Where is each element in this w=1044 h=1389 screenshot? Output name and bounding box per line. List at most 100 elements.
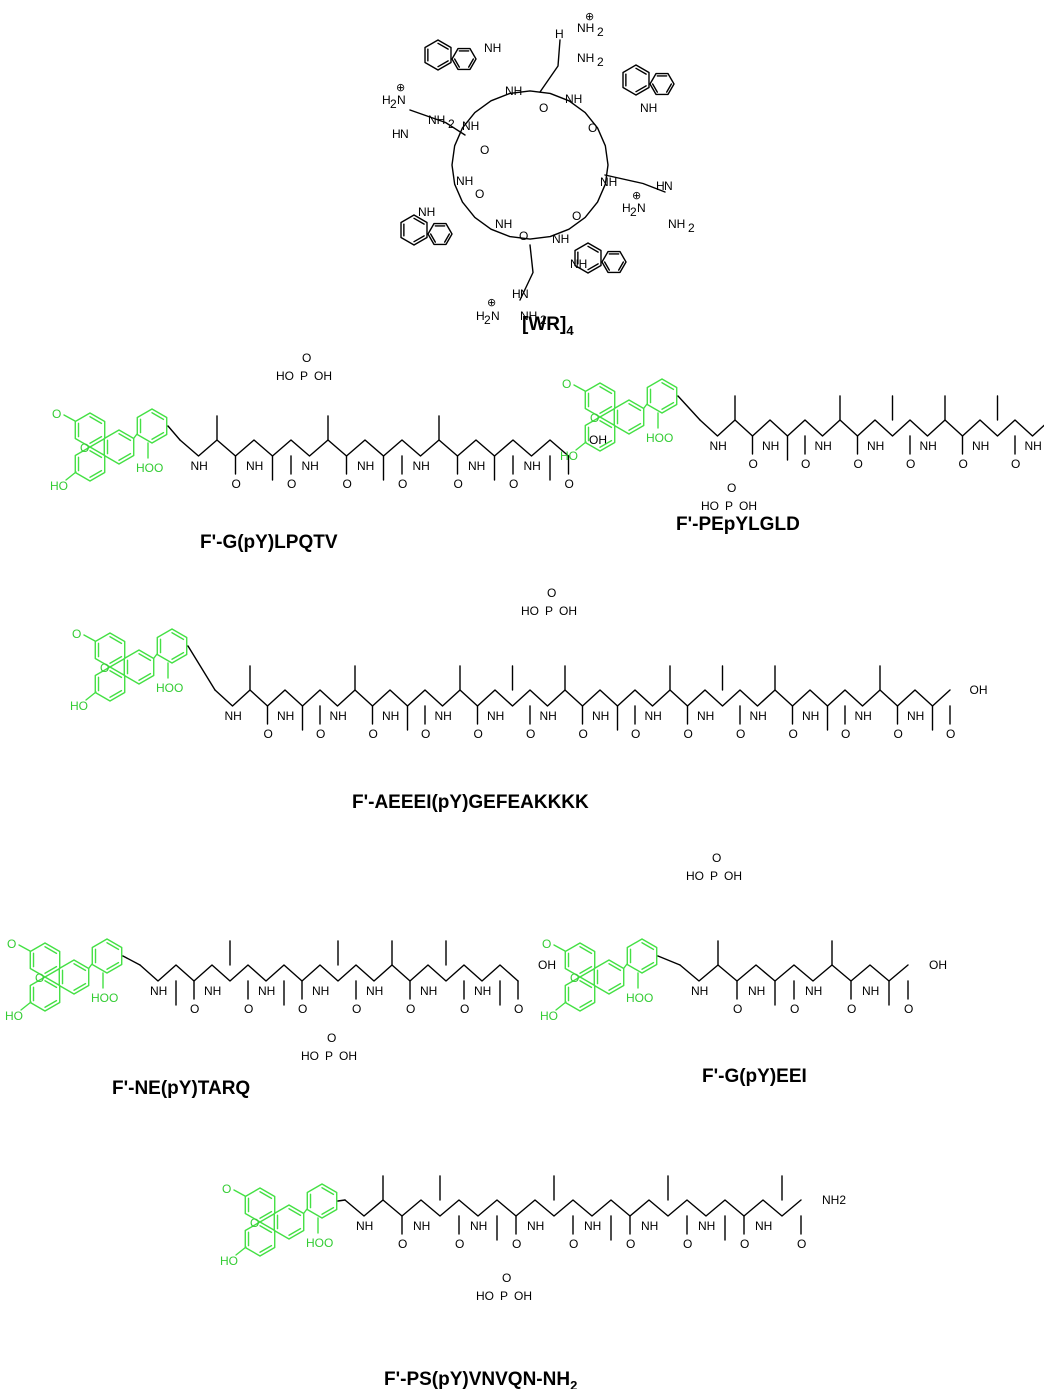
bond-line xyxy=(233,1189,246,1197)
atom-label: NH xyxy=(584,1219,601,1233)
bond-path xyxy=(179,439,570,457)
bond-path xyxy=(427,222,453,246)
atom-label: O xyxy=(733,1002,742,1016)
atom-label: NH xyxy=(413,1219,430,1233)
atom-label: OH xyxy=(589,433,607,447)
bond-path xyxy=(400,214,428,246)
bond-line xyxy=(623,963,628,969)
atom-label: O xyxy=(327,1031,336,1045)
atom-label: O xyxy=(100,661,109,675)
bond-line xyxy=(65,471,77,481)
bond-path xyxy=(613,399,645,435)
bond-path xyxy=(519,244,534,301)
bond-line xyxy=(20,1001,32,1011)
atom-label: NH xyxy=(552,232,569,246)
atom-label: NH xyxy=(524,459,541,473)
bond-line xyxy=(63,414,76,422)
bond-line xyxy=(608,982,622,991)
bond-line xyxy=(138,653,152,662)
bond-line xyxy=(677,395,701,421)
bond-line xyxy=(599,439,613,448)
atom-label: P xyxy=(500,1289,508,1303)
atom-label: O xyxy=(52,407,61,421)
atom-label: OH xyxy=(970,683,988,697)
atom-label: NH xyxy=(484,41,501,55)
atom-label: O xyxy=(454,477,463,491)
bond-path xyxy=(139,964,519,982)
atom-label: H xyxy=(392,127,401,141)
atom-label: O xyxy=(740,1237,749,1251)
atom-label: HO xyxy=(626,991,644,1005)
bond-line xyxy=(587,245,599,253)
bond-line xyxy=(661,401,675,410)
atom-label: NH xyxy=(691,984,708,998)
bond-line xyxy=(88,963,93,969)
atom-label: O xyxy=(316,727,325,741)
atom-label: O xyxy=(232,477,241,491)
bond-path xyxy=(344,1199,802,1217)
atom-label: O xyxy=(109,991,118,1005)
bond-path xyxy=(94,666,126,702)
bond-line xyxy=(553,944,566,952)
atom-label: N xyxy=(400,127,409,141)
bond-path xyxy=(123,649,155,685)
bond-line xyxy=(89,450,103,459)
atom-label: NH xyxy=(867,439,884,453)
bond-line xyxy=(235,1246,247,1256)
bond-line xyxy=(599,420,613,429)
bond-line xyxy=(413,235,425,243)
atom-label: NH xyxy=(565,92,582,106)
atom-label: NH xyxy=(495,217,512,231)
charge-icon: ⊕ xyxy=(487,296,496,309)
bond-path xyxy=(244,1221,276,1257)
atom-label: NH xyxy=(520,309,537,323)
atom-label: NH xyxy=(640,101,657,115)
atom-label: NH xyxy=(592,709,609,723)
atom-label: O xyxy=(542,937,551,951)
atom-label: HO xyxy=(91,991,109,1005)
bond-line xyxy=(579,999,593,1008)
atom-label: NH xyxy=(668,217,685,231)
atom-label: NH xyxy=(577,21,594,35)
atom-label: O xyxy=(174,681,183,695)
atom-label: O xyxy=(474,727,483,741)
atom-label: HO xyxy=(686,869,704,883)
bond-line xyxy=(643,403,648,409)
bond-path xyxy=(593,959,625,995)
bond-line xyxy=(288,1227,302,1236)
atom-label: OH xyxy=(929,958,947,972)
compound-caption: F'-PEpYLGLD xyxy=(676,514,800,535)
atom-label: NH xyxy=(470,1219,487,1233)
atom-label: NH xyxy=(428,113,445,127)
bond-line xyxy=(44,999,58,1008)
atom-label: NH xyxy=(150,984,167,998)
atom-label: 2 xyxy=(597,25,604,39)
bond-line xyxy=(89,416,103,425)
bond-path xyxy=(451,90,609,240)
charge-icon: ⊕ xyxy=(396,81,405,94)
bond-path xyxy=(136,408,168,444)
atom-label: O xyxy=(406,1002,415,1016)
atom-label: OH xyxy=(739,499,757,513)
atom-label: N xyxy=(520,287,529,301)
atom-label: HO xyxy=(476,1289,494,1303)
bond-path xyxy=(601,250,627,274)
bond-line xyxy=(118,433,132,442)
atom-label: O xyxy=(539,101,548,115)
bond-line xyxy=(151,412,165,421)
atom-label: 2 xyxy=(688,221,695,235)
atom-label: 2 xyxy=(484,313,491,327)
atom-label: NH xyxy=(468,459,485,473)
bond-path xyxy=(451,47,477,71)
atom-label: NH xyxy=(487,709,504,723)
bond-line xyxy=(628,403,642,412)
bond-line xyxy=(109,670,123,679)
bond-line xyxy=(651,83,659,93)
atom-label: O xyxy=(547,586,556,600)
atom-label: O xyxy=(480,143,489,157)
bond-line xyxy=(259,1191,273,1200)
atom-label: O xyxy=(562,377,571,391)
atom-label: N xyxy=(637,201,646,215)
